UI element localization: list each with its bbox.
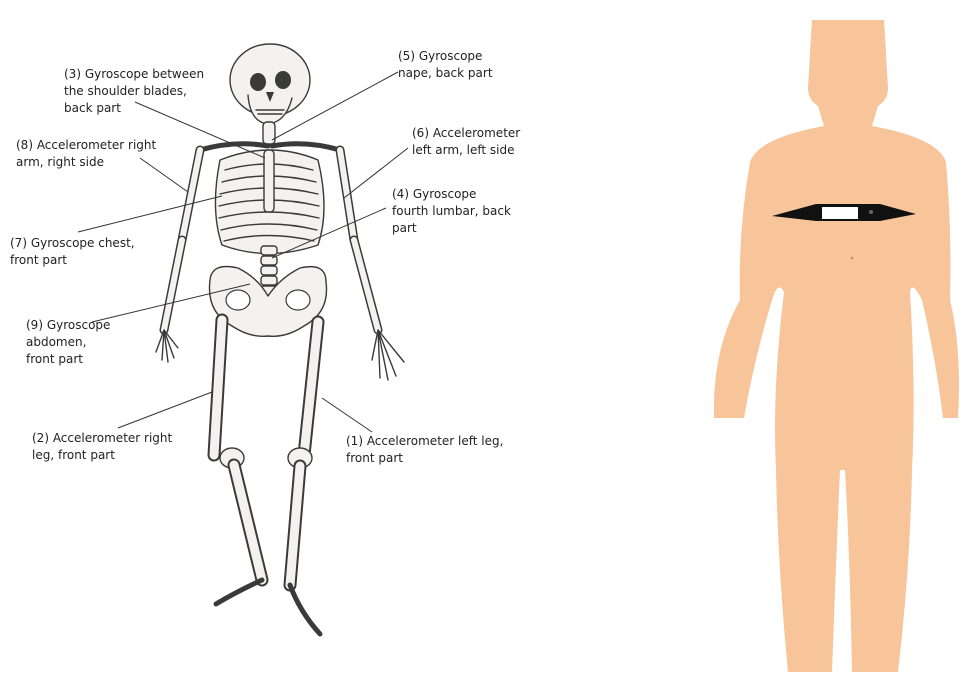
eye-socket-left — [275, 71, 291, 89]
sternum — [264, 150, 274, 212]
belt-sensor-window — [822, 207, 858, 219]
leader-accel-right-leg — [118, 392, 212, 428]
hand-right — [156, 330, 178, 362]
label-accel-left-leg: (1) Accelerometer left leg, front part — [346, 433, 503, 467]
cervical-spine — [263, 122, 275, 144]
label-accel-right-arm: (8) Accelerometer right arm, right side — [16, 137, 156, 171]
body-silhouette — [714, 20, 959, 672]
navel-mark — [851, 257, 854, 260]
clavicle-left — [272, 144, 340, 150]
label-gyro-chest: (7) Gyroscope chest, front part — [10, 235, 135, 269]
label-gyro-abdomen: (9) Gyroscope abdomen, front part — [26, 317, 110, 368]
human-silhouette — [714, 20, 959, 672]
foot-left — [290, 585, 320, 634]
label-gyro-nape: (5) Gyroscope nape, back part — [398, 48, 493, 82]
hand-left — [372, 330, 404, 380]
leader-gyro-chest — [78, 196, 222, 232]
label-gyro-lumbar: (4) Gyroscope fourth lumbar, back part — [392, 186, 511, 237]
belt-led-icon — [869, 210, 873, 214]
eye-socket-right — [250, 73, 266, 91]
foot-right — [216, 580, 262, 604]
label-gyro-shoulder-blades: (3) Gyroscope between the shoulder blade… — [64, 66, 204, 117]
label-accel-right-leg: (2) Accelerometer right leg, front part — [32, 430, 172, 464]
pelvis-socket-left — [286, 290, 310, 310]
pelvis-socket-right — [226, 290, 250, 310]
label-accel-left-arm: (6) Accelerometer left arm, left side — [412, 125, 520, 159]
skeleton-figure — [156, 44, 404, 634]
leader-accel-left-leg — [322, 398, 372, 432]
